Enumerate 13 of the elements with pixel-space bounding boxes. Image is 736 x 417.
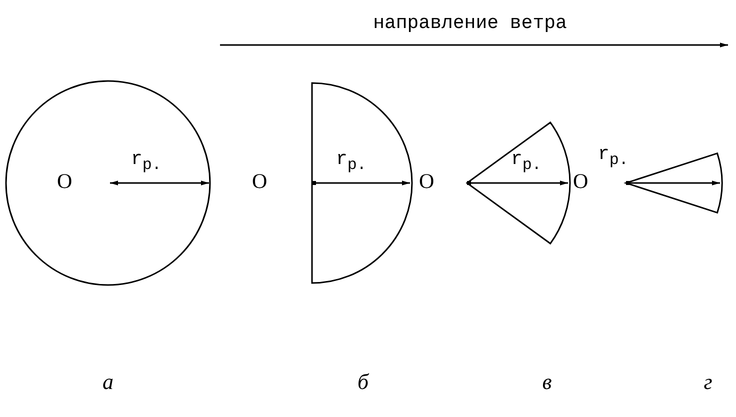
radius-label: r$_{p.}$ bbox=[598, 145, 628, 169]
center-label: O bbox=[252, 171, 268, 192]
panel-letter: в bbox=[542, 371, 552, 393]
radius-label: r$_{p.}$ bbox=[511, 150, 542, 174]
panel-letter: б bbox=[357, 371, 369, 393]
center-label: O bbox=[419, 171, 434, 192]
radius-label: r$_{p.}$ bbox=[336, 150, 366, 174]
center-label: O bbox=[57, 171, 72, 192]
radius-label: r$_{p.}$ bbox=[131, 150, 162, 174]
panel-letter: а bbox=[102, 371, 114, 393]
wind-direction-label: направление ветра bbox=[373, 14, 567, 33]
center-label: O bbox=[573, 171, 588, 192]
panel-letter: г bbox=[704, 371, 712, 393]
